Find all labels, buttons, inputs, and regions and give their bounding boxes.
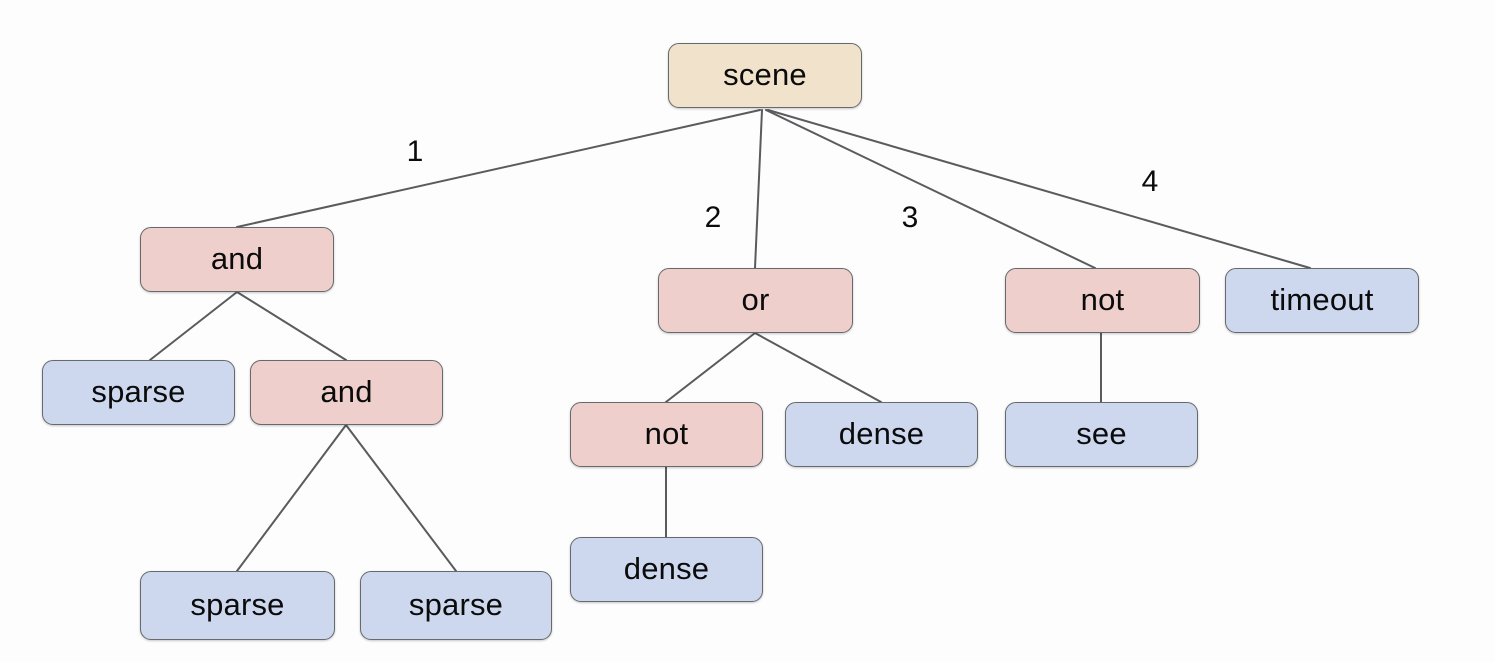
edge-scene-to-not_r xyxy=(765,109,1096,269)
edge-scene-to-or1 xyxy=(754,109,763,269)
tree-node-label-sparse1: sparse xyxy=(91,374,186,409)
tree-node-label-dense_b: dense xyxy=(623,551,710,586)
edge-and2-to-sparse3 xyxy=(345,424,457,572)
tree-node-label-and2: and xyxy=(320,374,373,409)
tree-node-label-timeout: timeout xyxy=(1270,282,1374,317)
tree-node-scene[interactable]: scene xyxy=(668,43,862,108)
tree-node-or1[interactable]: or xyxy=(658,268,853,333)
tree-node-dense_m[interactable]: dense xyxy=(785,402,978,467)
tree-node-label-or1: or xyxy=(741,282,770,317)
tree-node-label-and1: and xyxy=(210,241,264,276)
tree-node-label-see: see xyxy=(1076,416,1127,451)
edge-label-e4: 4 xyxy=(1141,165,1159,198)
tree-node-dense_b[interactable]: dense xyxy=(570,537,763,602)
edge-label-e2: 2 xyxy=(704,201,722,234)
edge-and2-to-sparse2 xyxy=(236,424,347,572)
tree-node-not_r[interactable]: not xyxy=(1005,268,1200,333)
tree-node-not_m[interactable]: not xyxy=(570,402,763,467)
tree-node-label-sparse3: sparse xyxy=(408,587,504,622)
edge-or1-to-dense_m xyxy=(754,332,882,403)
tree-node-label-not_r: not xyxy=(1080,282,1125,317)
tree-node-sparse1[interactable]: sparse xyxy=(42,360,235,425)
tree-node-label-dense_m: dense xyxy=(838,416,925,451)
tree-node-and1[interactable]: and xyxy=(140,227,334,292)
edge-and1-to-sparse1 xyxy=(149,291,238,361)
edge-label-e3: 3 xyxy=(901,201,919,234)
tree-node-timeout[interactable]: timeout xyxy=(1225,268,1419,333)
tree-node-see[interactable]: see xyxy=(1005,402,1198,467)
tree-node-label-scene: scene xyxy=(723,57,807,92)
tree-node-sparse2[interactable]: sparse xyxy=(140,571,335,640)
tree-node-label-sparse2: sparse xyxy=(190,587,285,622)
tree-node-label-not_m: not xyxy=(644,416,689,451)
edge-and1-to-and2 xyxy=(236,291,347,361)
edge-or1-to-not_m xyxy=(665,332,756,403)
edge-scene-to-timeout xyxy=(767,109,1311,269)
tree-node-and2[interactable]: and xyxy=(250,360,443,425)
edge-label-e1: 1 xyxy=(406,135,424,168)
edge-scene-to-and1 xyxy=(236,109,761,228)
tree-node-sparse3[interactable]: sparse xyxy=(360,571,552,640)
